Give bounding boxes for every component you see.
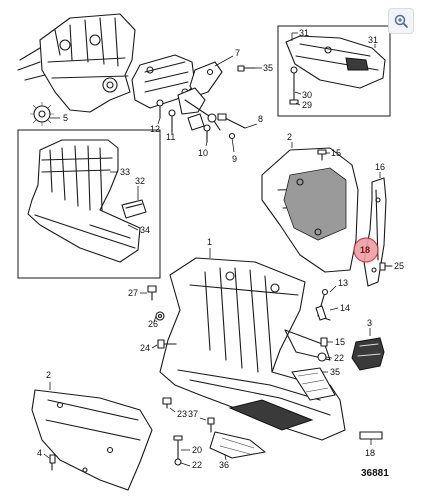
callout-15-lower: 15 bbox=[335, 337, 345, 347]
callout-34: 34 bbox=[140, 225, 150, 235]
stud-bolt bbox=[289, 66, 299, 105]
callout-20: 20 bbox=[192, 445, 202, 455]
callout-22-mid: 22 bbox=[334, 353, 344, 363]
side-cover-part bbox=[31, 389, 153, 491]
callout-15: 15 bbox=[331, 148, 341, 158]
clip-part bbox=[121, 199, 147, 219]
zoom-in-icon bbox=[394, 14, 408, 28]
powerhead-assembly bbox=[17, 13, 136, 113]
callout-35: 35 bbox=[263, 63, 273, 73]
shift-linkage bbox=[156, 87, 246, 143]
callout-1: 1 bbox=[207, 237, 212, 247]
gear-part bbox=[30, 102, 54, 126]
callout-10: 10 bbox=[198, 148, 208, 158]
link-rod-13 bbox=[315, 288, 331, 321]
callout-22: 22 bbox=[192, 460, 202, 470]
callout-5: 5 bbox=[63, 113, 68, 123]
sender-part-3 bbox=[351, 337, 385, 371]
callout-14: 14 bbox=[340, 303, 350, 313]
callout-4: 4 bbox=[37, 448, 42, 458]
callout-7: 7 bbox=[235, 48, 240, 58]
callout-2-upper: 2 bbox=[287, 132, 292, 142]
nut-26 bbox=[155, 311, 165, 321]
callout-32: 32 bbox=[135, 176, 145, 186]
plate-18 bbox=[359, 431, 383, 440]
adapter-housing-part bbox=[27, 139, 141, 263]
callout-35-lower: 35 bbox=[330, 367, 340, 377]
callout-31-top: 31 bbox=[299, 28, 309, 38]
callout-18-lower: 18 bbox=[365, 448, 375, 458]
callout-29: 29 bbox=[302, 100, 312, 110]
callout-37: 37 bbox=[188, 409, 198, 419]
bolt-7 bbox=[237, 65, 256, 72]
callout-33: 33 bbox=[120, 167, 130, 177]
bolt-23 bbox=[162, 397, 172, 409]
callout-12: 12 bbox=[150, 124, 160, 134]
callout-36: 36 bbox=[219, 460, 229, 470]
driveshaft-housing bbox=[159, 257, 346, 441]
callout-11: 11 bbox=[166, 132, 175, 142]
callout-13: 13 bbox=[338, 278, 348, 288]
callout-25: 25 bbox=[394, 261, 404, 271]
highlighted-callout-18[interactable]: 18 bbox=[353, 237, 379, 263]
bolt-37 bbox=[207, 417, 215, 433]
washer-22-mid bbox=[317, 352, 327, 362]
callout-3: 3 bbox=[367, 318, 372, 328]
exhaust-cover-part bbox=[261, 147, 359, 273]
callout-8: 8 bbox=[258, 114, 263, 124]
top-cover-part bbox=[285, 35, 386, 89]
bracket-part bbox=[189, 61, 223, 97]
screw-4 bbox=[49, 454, 56, 471]
screw-15 bbox=[317, 149, 327, 161]
callout-30: 30 bbox=[302, 90, 312, 100]
stud-20 bbox=[173, 435, 183, 466]
callout-23: 23 bbox=[177, 409, 187, 419]
callout-31-right: 31 bbox=[368, 35, 378, 45]
screw-15-lower bbox=[320, 337, 328, 347]
callout-24: 24 bbox=[140, 343, 150, 353]
callout-26: 26 bbox=[148, 319, 158, 329]
callout-2-lower: 2 bbox=[46, 370, 51, 380]
anode-strip-35 bbox=[291, 367, 336, 401]
callout-16: 16 bbox=[375, 162, 385, 172]
detail-box-adapter bbox=[17, 129, 161, 279]
bolt-24 bbox=[157, 339, 177, 349]
zoom-button[interactable] bbox=[388, 8, 414, 34]
callout-9: 9 bbox=[232, 154, 237, 164]
callout-27: 27 bbox=[128, 288, 138, 298]
callout-18-highlighted: 18 bbox=[360, 245, 370, 255]
screw-25 bbox=[379, 262, 393, 271]
anode-36 bbox=[209, 431, 266, 459]
bolt-27 bbox=[147, 285, 157, 301]
figure-number: 36881 bbox=[361, 468, 389, 479]
detail-box-cover bbox=[277, 25, 391, 117]
